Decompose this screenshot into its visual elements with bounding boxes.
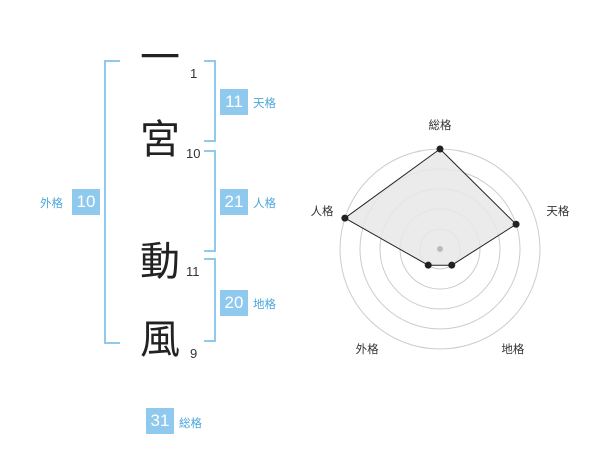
radar-label-tenkaku: 天格 (546, 203, 570, 218)
radar-polygon-group (343, 148, 517, 266)
name-char-3: 動 (140, 239, 180, 285)
stroke-count-4: 9 (190, 346, 198, 361)
name-char-4: 風 (140, 317, 180, 363)
name-char-2: 宮 (140, 117, 180, 163)
soukaku-value: 31 (146, 408, 174, 434)
jinkaku-value: 21 (220, 189, 248, 215)
jinkaku-bracket (204, 150, 216, 252)
radar-point-0 (436, 145, 444, 153)
radar-label-chikaku: 地格 (501, 342, 525, 357)
tenkaku-bracket (204, 60, 216, 142)
stroke-count-2: 10 (186, 146, 201, 161)
radar-point-4 (341, 214, 349, 222)
radar-point-3 (424, 261, 432, 269)
stroke-count-1: 1 (190, 66, 198, 81)
radar-label-jinkaku: 人格 (310, 203, 334, 218)
chikaku-label: 地格 (253, 297, 276, 311)
soukaku-label: 総格 (179, 416, 202, 430)
gaikaku-label: 外格 (40, 196, 63, 210)
gaikaku-bracket (104, 60, 120, 344)
radar-point-1 (512, 220, 520, 228)
gaikaku-value: 10 (72, 189, 100, 215)
radar-point-2 (448, 261, 456, 269)
radar-center-dot (437, 246, 443, 252)
radar-label-soukaku: 総格 (428, 118, 452, 132)
radar-label-gaikaku: 外格 (355, 342, 379, 357)
stroke-count-3: 11 (186, 264, 200, 279)
tenkaku-value: 11 (220, 89, 248, 115)
radar-polygon (343, 148, 517, 266)
name-char-1: 一 (140, 35, 180, 81)
chikaku-bracket (204, 258, 216, 342)
tenkaku-label: 天格 (253, 96, 276, 110)
radar-points (341, 145, 520, 269)
chikaku-value: 20 (220, 290, 248, 316)
jinkaku-label: 人格 (253, 196, 276, 210)
